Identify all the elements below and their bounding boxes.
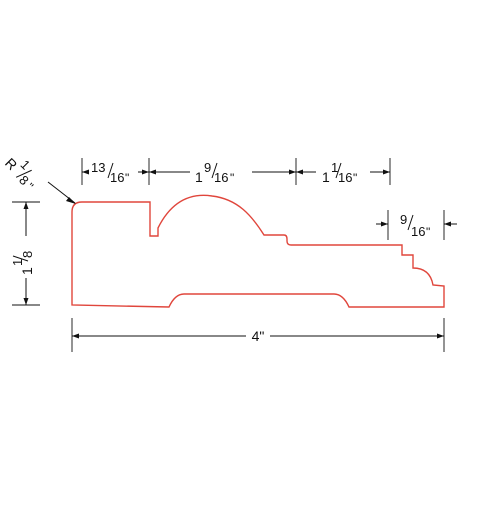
- fraction-numerator: 9: [400, 212, 407, 227]
- inch-mark: ": [125, 171, 129, 185]
- arrowhead: [23, 202, 29, 209]
- arrowhead: [23, 298, 29, 305]
- label-1-1-16: 1 1 16 ": [322, 160, 357, 185]
- arrowhead: [437, 333, 444, 339]
- fraction-numerator: 13: [91, 160, 105, 175]
- fraction-slash: [335, 162, 342, 179]
- arrowhead: [383, 169, 390, 175]
- height-dimension: 1 1 8: [10, 201, 40, 306]
- fraction-numerator: 9: [204, 160, 211, 175]
- inch-mark: ": [426, 225, 430, 239]
- fraction-numerator: 1: [331, 160, 338, 175]
- fraction-slash: [107, 162, 114, 179]
- molding-profile-outline: [71, 194, 445, 308]
- width-dimension: 4": [71, 318, 445, 352]
- arrowhead: [296, 169, 303, 175]
- right-step-dimension: 9 16 ": [376, 210, 457, 240]
- height-label: 1 1 8: [10, 251, 35, 275]
- arrowhead: [66, 197, 76, 204]
- radius-callout: R 1 8 ": [2, 155, 76, 204]
- fraction-whole: 1: [322, 169, 330, 185]
- fraction-slash: [211, 162, 218, 179]
- arrowhead: [142, 169, 149, 175]
- width-label: 4": [252, 328, 265, 344]
- inch-mark: ": [353, 171, 357, 185]
- radius-label: R 1 8 ": [2, 155, 36, 193]
- fraction-denominator: 16: [214, 170, 228, 185]
- fraction-slash: [15, 169, 32, 178]
- label-1-9-16: 1 9 16 ": [195, 160, 234, 185]
- fraction-numerator: 1: [10, 259, 25, 266]
- inch-mark: ": [230, 171, 234, 185]
- fraction-whole: 1: [19, 267, 35, 275]
- fraction-denominator: 16: [338, 170, 352, 185]
- fraction-denominator: 16: [411, 224, 425, 239]
- arrowhead: [381, 221, 388, 227]
- top-chain-dimension: 13 16 " 1 9 16 " 1 1 16 ": [81, 158, 391, 185]
- fraction-slash: [12, 255, 29, 262]
- fraction-whole: 1: [195, 169, 203, 185]
- radius-prefix: R: [2, 155, 20, 173]
- arrowhead: [444, 221, 451, 227]
- arrowhead: [149, 169, 156, 175]
- fraction-slash: [407, 214, 414, 231]
- fraction-denominator: 8: [20, 251, 35, 258]
- label-13-16: 13 16 ": [91, 160, 129, 185]
- label-9-16: 9 16 ": [400, 212, 430, 239]
- arrowhead: [82, 169, 89, 175]
- arrowhead: [72, 333, 79, 339]
- fraction-denominator: 16: [110, 170, 124, 185]
- arrowhead: [289, 169, 296, 175]
